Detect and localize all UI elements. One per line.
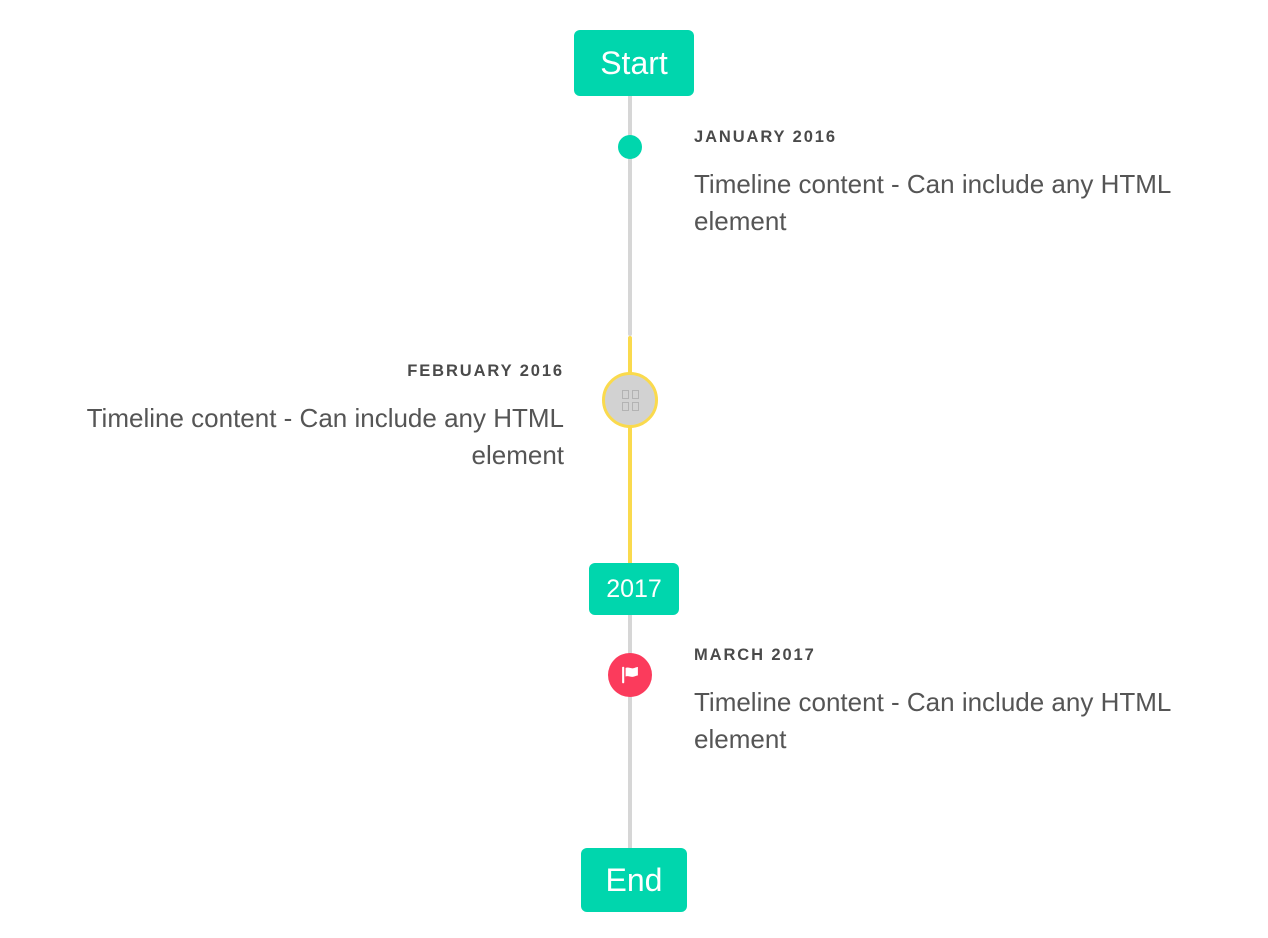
timeline-line-segment-bottom bbox=[628, 610, 632, 868]
timeline-content-january: JANUARY 2016 Timeline content - Can incl… bbox=[694, 128, 1234, 240]
timeline-year-badge-2017[interactable]: 2017 bbox=[589, 563, 679, 615]
timeline-date-february: FEBRUARY 2016 bbox=[407, 362, 564, 380]
timeline-line-segment-accent bbox=[628, 336, 632, 568]
timeline-marker-dot-january[interactable] bbox=[618, 135, 642, 159]
timeline-body-february: Timeline content - Can include any HTML … bbox=[86, 402, 564, 470]
timeline-body-january: Timeline content - Can include any HTML … bbox=[694, 168, 1171, 236]
timeline-date-march: MARCH 2017 bbox=[694, 646, 816, 664]
timeline-body-march: Timeline content - Can include any HTML … bbox=[694, 686, 1171, 754]
flag-icon bbox=[622, 666, 638, 684]
timeline-line-segment-top bbox=[628, 88, 632, 336]
placeholder-glyph-icon bbox=[621, 389, 639, 411]
timeline-content-march: MARCH 2017 Timeline content - Can includ… bbox=[694, 646, 1234, 758]
timeline-end-badge[interactable]: End bbox=[581, 848, 687, 912]
timeline-marker-flag-march[interactable] bbox=[608, 653, 652, 697]
timeline-date-january: JANUARY 2016 bbox=[694, 128, 837, 146]
timeline-start-badge[interactable]: Start bbox=[574, 30, 694, 96]
timeline-content-february: FEBRUARY 2016 Timeline content - Can inc… bbox=[24, 362, 564, 474]
timeline-marker-placeholder-february[interactable] bbox=[602, 372, 658, 428]
